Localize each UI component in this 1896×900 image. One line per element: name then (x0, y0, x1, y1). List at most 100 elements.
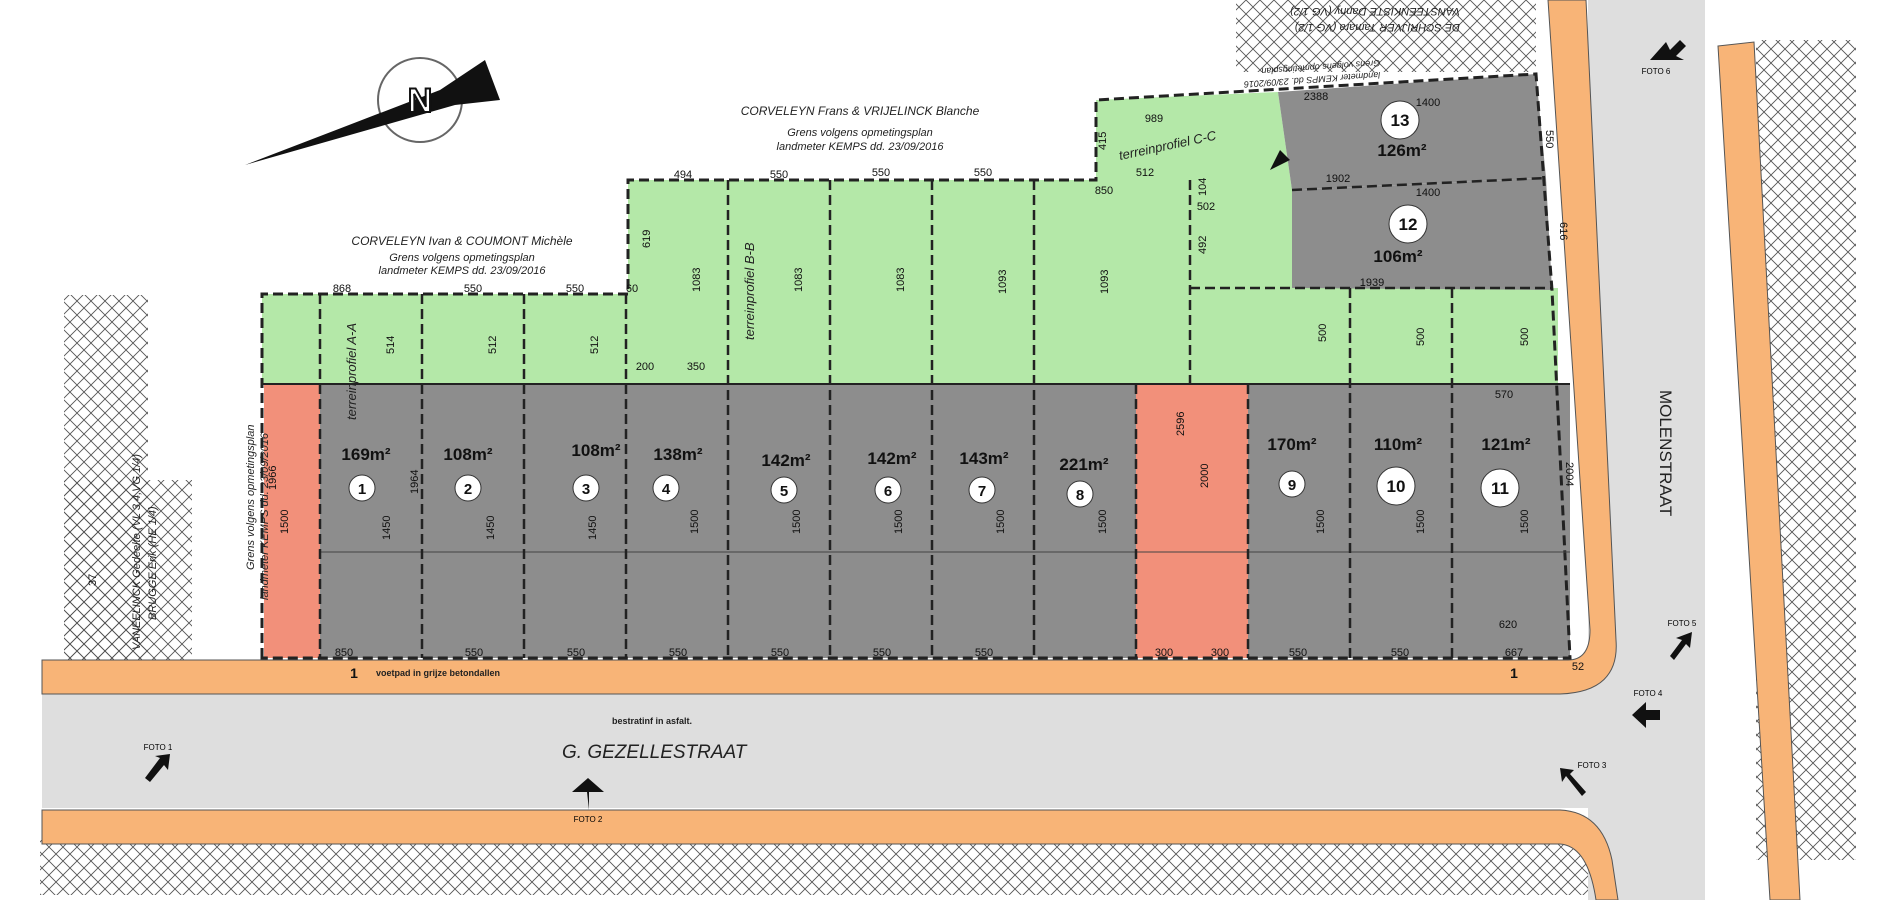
access-path-west (264, 384, 320, 658)
dim-512: 512 (1136, 167, 1154, 179)
foto-5-marker: FOTO 5 (1668, 619, 1697, 660)
dim-1500: 1500 (279, 510, 291, 534)
dim-494: 494 (674, 169, 692, 181)
lot-area-label: 169m² (341, 445, 390, 464)
dim-300: 300 (1211, 647, 1229, 659)
lot-number-circle (1376, 466, 1416, 506)
dim-500: 500 (1317, 324, 1329, 342)
lot-area-label: 126m² (1377, 141, 1426, 160)
photo-arrow-icon (1650, 40, 1686, 60)
dim-550: 550 (872, 167, 890, 179)
dim-52: 52 (1572, 661, 1584, 673)
lot-number-label: 2 (464, 481, 472, 498)
garden-top-right (1096, 92, 1292, 288)
dim-1500: 1500 (995, 510, 1007, 534)
dim-1083: 1083 (895, 268, 907, 292)
garden-left (262, 294, 628, 384)
lot-number-circle (1388, 204, 1428, 244)
dim-570: 570 (1495, 389, 1513, 401)
dim-500: 500 (1415, 328, 1427, 346)
photo-arrow-icon (1270, 150, 1290, 170)
neighbour-corveleyn-frans-line2: landmeter KEMPS dd. 23/09/2016 (777, 141, 945, 153)
lot-number-label: 5 (780, 483, 788, 500)
dim-550: 550 (566, 283, 584, 295)
dim-2004: 2004 (1563, 462, 1575, 486)
dim-550: 550 (465, 647, 483, 659)
profile-b-label: terreinprofiel B-B (742, 242, 757, 340)
dim-415: 415 (1097, 132, 1109, 150)
lot-number-label: 3 (582, 481, 590, 498)
streets (41, 0, 1801, 900)
garden-zones (262, 92, 1558, 386)
neighbour-corveleyn-ivan: CORVELEYN Ivan & COUMONT Michèle (351, 234, 572, 248)
lot-number-label: 7 (978, 483, 986, 500)
dim-37: 37 (87, 574, 99, 586)
top-right-neighbour-2: DE SCHRIJVER Tamara (VG 1/2) (1294, 21, 1460, 33)
lots-block-east (1248, 384, 1570, 658)
lot-area-label: 138m² (653, 445, 702, 464)
lot-13-line (1291, 176, 1547, 192)
photo-arrow-icon (1670, 632, 1692, 660)
dim-512: 512 (487, 336, 499, 354)
dim-550: 550 (567, 647, 585, 659)
dim-1966: 1966 (267, 466, 279, 490)
lot-number-circle (1480, 468, 1520, 508)
dim-850: 850 (1095, 185, 1113, 197)
lot-number-label: 4 (662, 481, 671, 498)
dim-1450: 1450 (381, 516, 393, 540)
dim-1500: 1500 (1519, 510, 1531, 534)
foto-1-label: FOTO 1 (144, 743, 173, 752)
foto-2-marker: FOTO 2 (572, 778, 604, 824)
lot-number-label: 8 (1076, 487, 1084, 504)
street-labels: G. GEZELLESTRAAT MOLENSTRAAT voetpad in … (376, 390, 1675, 763)
dim-620: 620 (1499, 619, 1517, 631)
molenstraat-label: MOLENSTRAAT (1656, 390, 1675, 516)
dim-300: 300 (1155, 647, 1173, 659)
lot-number-label: 13 (1391, 111, 1410, 130)
foto-4-label: FOTO 4 (1634, 689, 1663, 698)
dim-619: 619 (641, 230, 653, 248)
boundary-lines (260, 72, 1572, 660)
dim-1500: 1500 (689, 510, 701, 534)
bestrating-label: bestratinf in asfalt. (612, 716, 692, 726)
dim-502: 502 (1197, 201, 1215, 213)
dim-492: 492 (1197, 236, 1209, 254)
north-arrow: N (245, 57, 500, 165)
foto-6-label: FOTO 6 (1642, 67, 1671, 76)
dim-1500: 1500 (1097, 510, 1109, 534)
dimension-labels: 868 550 550 60 494 550 550 550 850 512 9… (87, 91, 1584, 681)
dim-1093: 1093 (1099, 270, 1111, 294)
sidewalk-north (41, 0, 1617, 695)
lot-area-label: 110m² (1374, 435, 1423, 454)
dim-1964: 1964 (409, 470, 421, 494)
dim-60: 60 (626, 283, 638, 295)
dim-1450: 1450 (587, 516, 599, 540)
dim-550: 550 (1391, 647, 1409, 659)
lot-number-circle (1380, 100, 1420, 140)
gezellestraat-road (42, 690, 1702, 808)
left-vertical-line1: Grens volgens opmetingsplan (245, 424, 257, 570)
neighbour-labels: CORVELEYN Frans & VRIJELINCK Blanche Gre… (131, 5, 1460, 650)
photo-arrow-icon (1632, 702, 1660, 728)
lot-number-circle (454, 474, 482, 502)
lot-number-circle (348, 474, 376, 502)
lot-area-label: 121m² (1481, 435, 1530, 454)
sidewalk-east (1717, 41, 1801, 900)
photo-arrow-icon (1560, 768, 1586, 796)
dim-1902: 1902 (1326, 173, 1350, 185)
lot-number-label: 12 (1399, 215, 1418, 234)
neighbour-corveleyn-frans: CORVELEYN Frans & VRIJELINCK Blanche (741, 104, 980, 118)
dim-550: 550 (873, 647, 891, 659)
dim-1500: 1500 (1415, 510, 1427, 534)
neighbour-corveleyn-frans-line1: Grens volgens opmetingsplan (787, 127, 933, 139)
north-arrow-icon (245, 60, 500, 165)
dim-1083: 1083 (691, 268, 703, 292)
dim-200: 200 (636, 361, 654, 373)
lot-number-circle (968, 476, 996, 504)
dim-500: 500 (1519, 328, 1531, 346)
dim-1500: 1500 (1315, 510, 1327, 534)
photo-arrow-icon (145, 754, 170, 782)
lot-number-circle (1066, 480, 1094, 508)
lot-number-label: 1 (358, 481, 366, 498)
dim-512: 512 (589, 336, 601, 354)
